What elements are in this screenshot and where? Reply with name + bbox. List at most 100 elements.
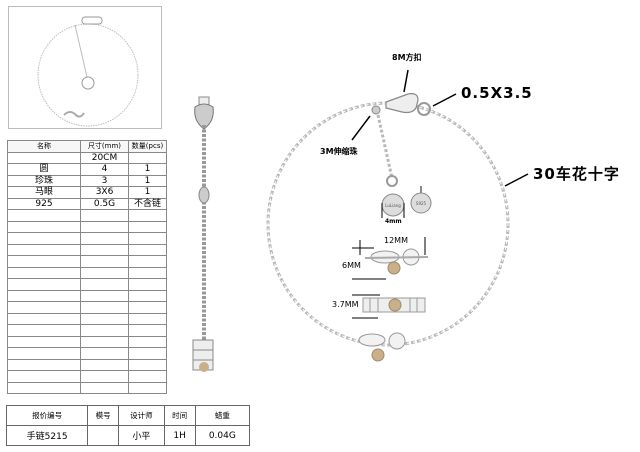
table-cell [7, 358, 81, 371]
info-header-cell: 报价编号 [5, 405, 89, 426]
table-cell [7, 289, 81, 302]
disc-engraving-1: LuLiang [385, 203, 401, 208]
empty-table-row [7, 358, 167, 371]
empty-table-row [7, 370, 167, 383]
clasp-label: 8M方扣 [392, 53, 422, 62]
table-cell [80, 335, 129, 348]
empty-table-row [7, 255, 167, 268]
table-cell [80, 266, 129, 279]
table-cell [80, 312, 129, 325]
table-cell [80, 220, 129, 233]
info-value-cell: 小平 [118, 425, 165, 446]
table-cell [80, 232, 129, 245]
table-cell: 4 [80, 163, 129, 176]
empty-table-row [7, 312, 167, 325]
table-cell [80, 358, 129, 371]
table-cell [128, 255, 167, 268]
info-value-cell [87, 425, 120, 446]
empty-table-row [7, 266, 167, 279]
table-cell: 0.5G [80, 197, 129, 210]
charm-height-label: 6MM [342, 261, 361, 270]
table-cell [80, 243, 129, 256]
empty-table-row [7, 278, 167, 291]
table-cell [80, 324, 129, 337]
table-cell [80, 370, 129, 383]
lobster-clasp [385, 93, 419, 114]
table-cell [128, 324, 167, 337]
table-cell [80, 255, 129, 268]
table-row: 20CM [7, 151, 167, 164]
empty-table-row [7, 289, 167, 302]
empty-table-row [7, 232, 167, 245]
table-cell: 不含链 [128, 197, 167, 210]
empty-table-row [7, 381, 167, 394]
empty-table-row [7, 301, 167, 314]
empty-table-row [7, 209, 167, 222]
table-cell: 名称 [7, 140, 81, 153]
empty-table-row [7, 324, 167, 337]
info-header-row: 报价编号模号设计师时间蜡重 [5, 405, 251, 426]
table-cell [128, 301, 167, 314]
table-cell [80, 278, 129, 291]
table-cell [7, 243, 81, 256]
empty-table-row [7, 243, 167, 256]
table-cell [128, 151, 167, 164]
info-header-cell: 模号 [87, 405, 120, 426]
table-cell [7, 209, 81, 222]
table-cell [128, 381, 167, 394]
table-cell: 尺寸(mm) [80, 140, 129, 153]
table-cell: 圆 [7, 163, 81, 176]
disc-engraving-2: S925 [416, 201, 427, 206]
table-cell [7, 255, 81, 268]
table-cell: 3 [80, 174, 129, 187]
table-cell: 1 [128, 174, 167, 187]
table-cell [128, 312, 167, 325]
table-cell [128, 209, 167, 222]
table-cell: 数量(pcs) [128, 140, 167, 153]
bead-label: 3M伸缩珠 [320, 147, 358, 156]
table-cell: 1 [128, 186, 167, 199]
table-cell [80, 289, 129, 302]
table-cell [128, 289, 167, 302]
info-value-cell: 1H [163, 425, 196, 446]
product-thumbnail [8, 6, 162, 129]
table-cell [128, 278, 167, 291]
table-cell [128, 358, 167, 371]
table-cell [7, 266, 81, 279]
table-cell [80, 347, 129, 360]
table-cell [7, 301, 81, 314]
info-header-cell: 设计师 [118, 405, 165, 426]
table-cell: 1 [128, 163, 167, 176]
charm-width-label: 12MM [384, 236, 408, 245]
connector-height-label: 3.7MM [332, 300, 359, 309]
table-cell [7, 324, 81, 337]
table-cell: 3X6 [80, 186, 129, 199]
disc-size-label: 4mm [385, 218, 402, 225]
table-cell [128, 266, 167, 279]
info-value-cell: 0.04G [194, 425, 251, 446]
table-cell [128, 370, 167, 383]
chain-label: 30车花十字 [533, 165, 620, 183]
jump-ring-label: 0.5X3.5 [461, 84, 533, 102]
table-cell: 925 [7, 197, 81, 210]
table-cell [7, 151, 81, 164]
empty-table-row [7, 220, 167, 233]
table-cell [7, 381, 81, 394]
table-cell [7, 347, 81, 360]
table-cell [128, 335, 167, 348]
bracelet-side-view [192, 96, 214, 372]
info-value-cell: 手链5215 [5, 425, 89, 446]
table-cell [7, 278, 81, 291]
empty-table-row [7, 335, 167, 348]
table-cell [7, 335, 81, 348]
info-header-cell: 蜡重 [194, 405, 251, 426]
table-header-row: 名称尺寸(mm)数量(pcs) [7, 140, 167, 153]
